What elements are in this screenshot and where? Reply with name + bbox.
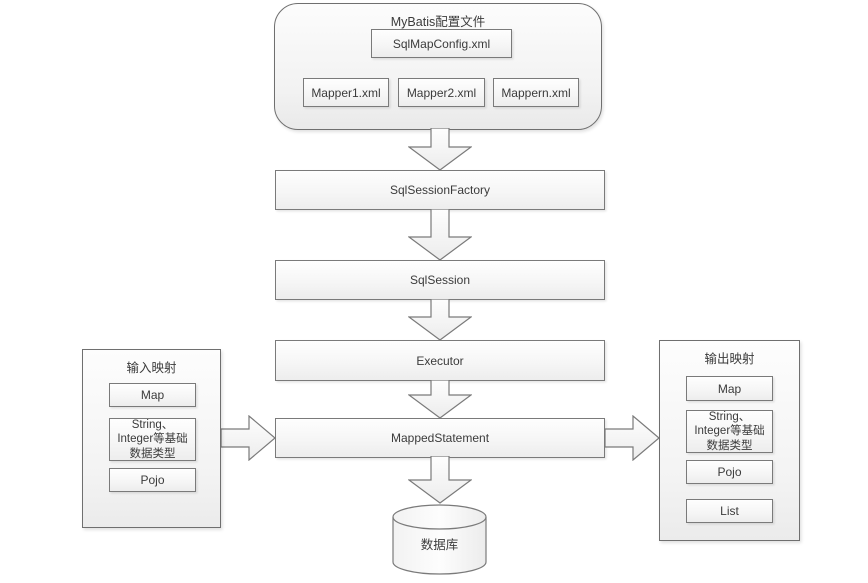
output-panel-title: 输出映射: [704, 352, 755, 366]
mapper2-node: Mapper2.xml: [398, 78, 485, 107]
output-mapping-panel: 输出映射 Map String、 Integer等基础 数据类型 Pojo Li…: [659, 340, 800, 541]
input-basic-types-node: String、 Integer等基础 数据类型: [109, 418, 196, 461]
mappern-node: Mappern.xml: [493, 78, 579, 107]
input-pojo-node: Pojo: [109, 468, 196, 492]
down-arrow-icon-session-to-executor: [408, 299, 472, 341]
right-arrow-icon-input-to-statement: [221, 415, 276, 461]
down-arrow-icon-config-to-factory: [408, 128, 472, 171]
database-label: 数据库: [420, 538, 459, 552]
down-arrow-icon-executor-to-statement: [408, 380, 472, 419]
output-pojo-node: Pojo: [686, 460, 773, 484]
mappedstatement-node: MappedStatement: [275, 418, 605, 458]
sqlmapconfig-node: SqlMapConfig.xml: [371, 29, 512, 58]
config-files-container: MyBatis配置文件 SqlMapConfig.xml Mapper1.xml…: [274, 3, 602, 130]
executor-node: Executor: [275, 340, 605, 381]
database-icon: [392, 504, 487, 575]
input-mapping-panel: 输入映射 Map String、 Integer等基础 数据类型 Pojo: [82, 349, 221, 528]
input-map-node: Map: [109, 383, 196, 407]
sqlsessionfactory-node: SqlSessionFactory: [275, 170, 605, 210]
output-basic-types-node: String、 Integer等基础 数据类型: [686, 410, 773, 453]
database-cylinder: 数据库: [392, 504, 487, 575]
input-panel-title: 输入映射: [126, 361, 177, 375]
right-arrow-icon-statement-to-output: [605, 415, 660, 461]
config-container-title: MyBatis配置文件: [390, 15, 486, 29]
mapper1-node: Mapper1.xml: [303, 78, 389, 107]
output-map-node: Map: [686, 376, 773, 401]
sqlsession-node: SqlSession: [275, 260, 605, 300]
down-arrow-icon-statement-to-database: [408, 456, 472, 504]
output-list-node: List: [686, 499, 773, 523]
down-arrow-icon-factory-to-session: [408, 209, 472, 261]
